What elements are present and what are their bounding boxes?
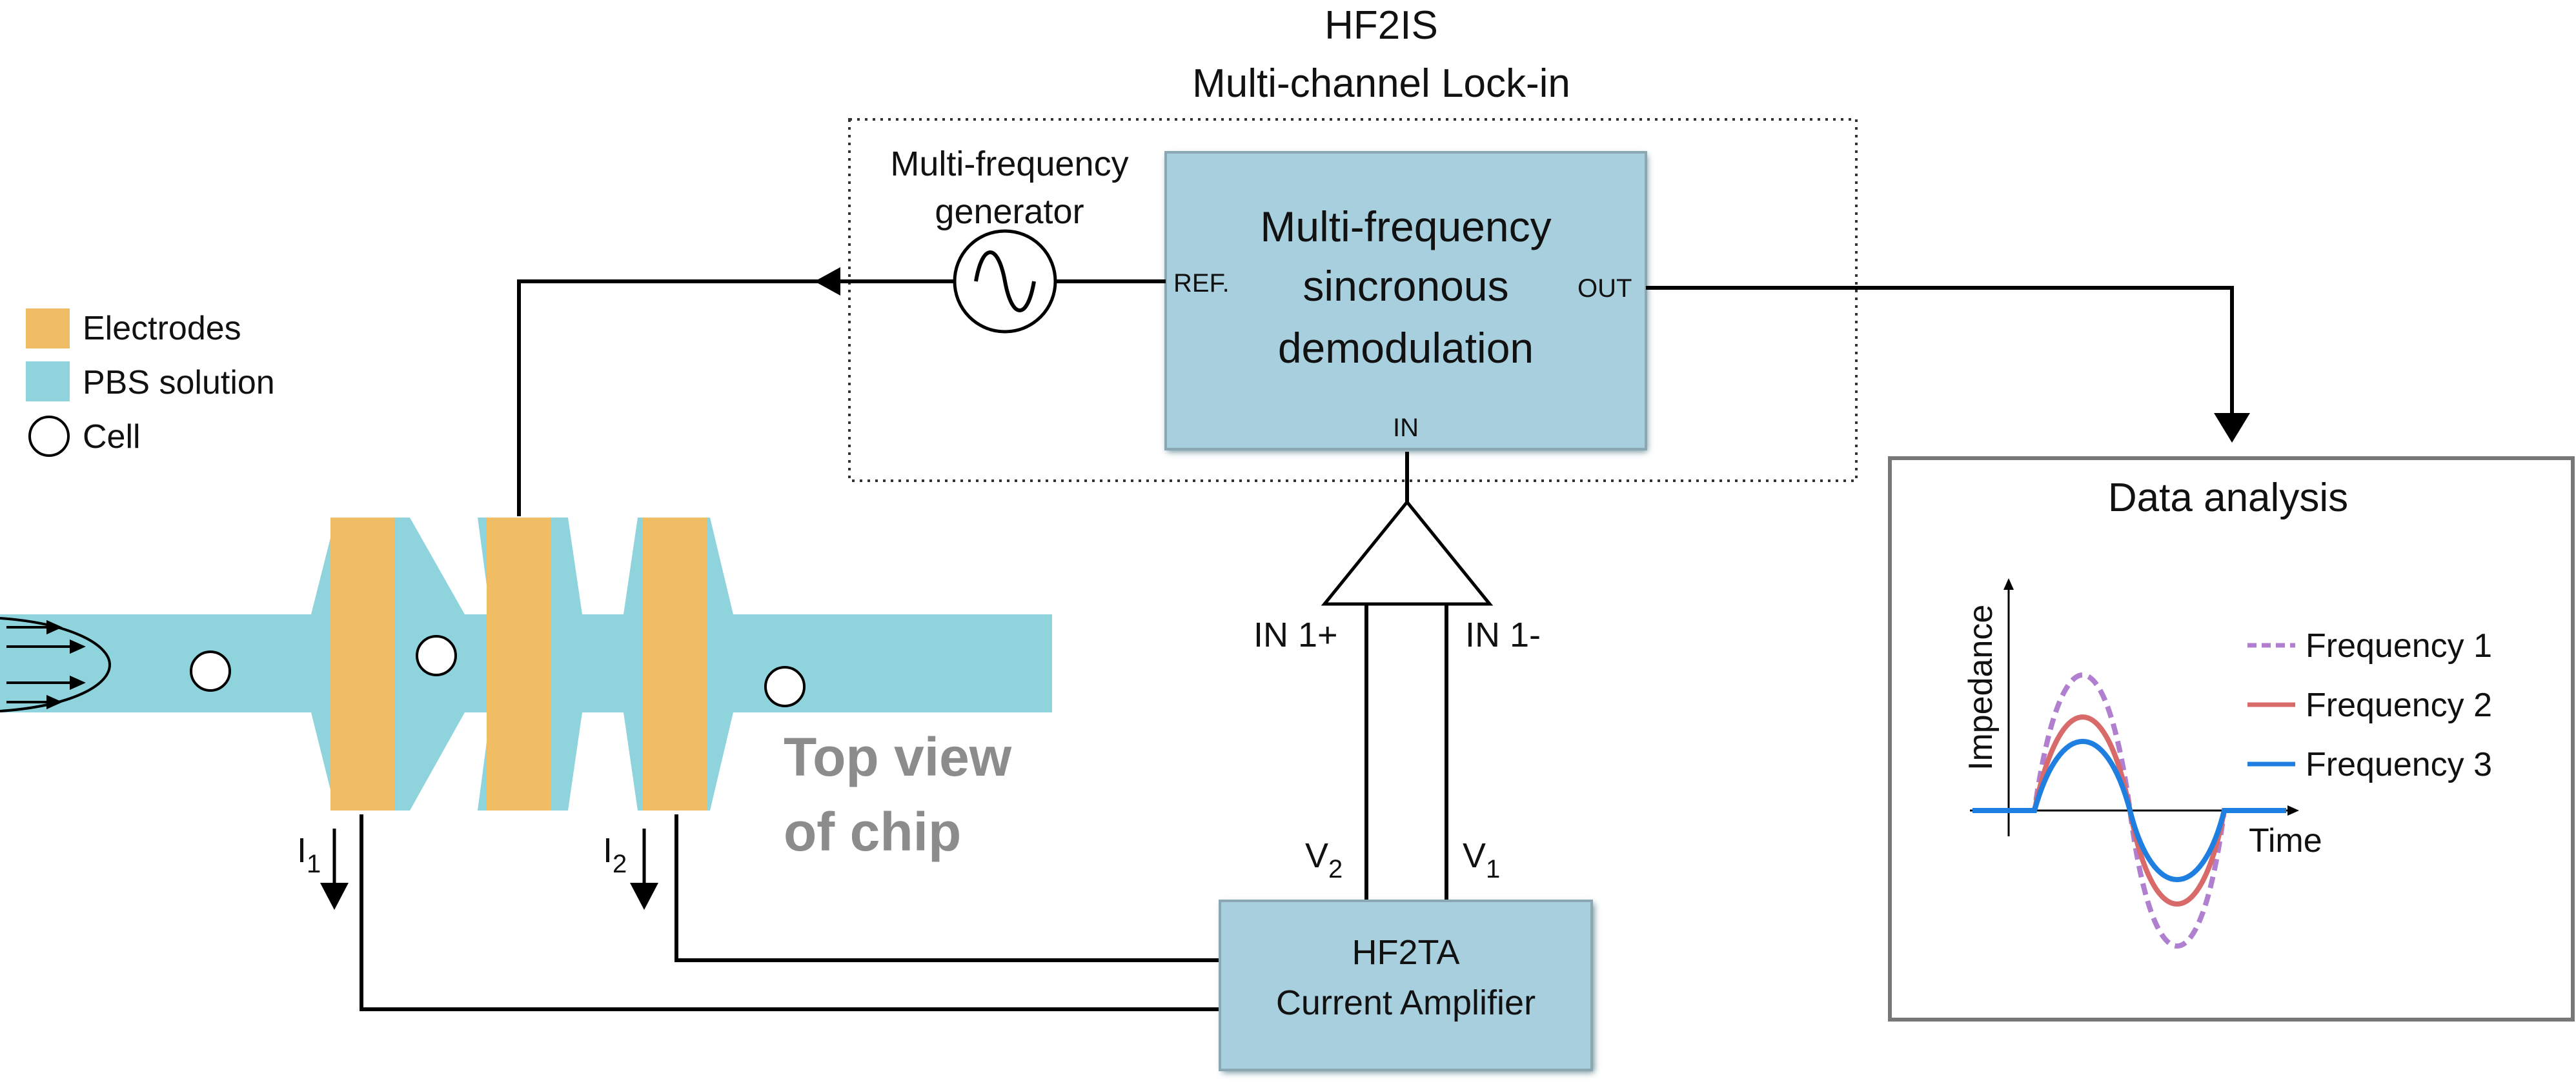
flow-arrows-icon [6, 620, 86, 710]
data-analysis-panel: Data analysis Impedance Time Frequency 1… [1888, 456, 2575, 1022]
demod-label-line2: sincronous [1303, 262, 1508, 310]
legend-cell-label: Cell [83, 418, 141, 456]
out-to-analysis-wire [1646, 286, 2234, 413]
analysis-title: Data analysis [2108, 476, 2348, 520]
cell-icon [416, 635, 457, 676]
out-port-label: OUT [1577, 274, 1632, 303]
lockin-title-line1: HF2IS [1324, 3, 1438, 48]
lockin-boundary [848, 118, 1858, 482]
demod-label-line3: demodulation [1278, 324, 1534, 372]
legend-pbs-label: PBS solution [83, 364, 275, 401]
amplifier-triangle-icon [1321, 499, 1494, 606]
channel-notch [568, 712, 638, 811]
pbs-swatch-icon [26, 361, 70, 401]
arrow-down-icon [630, 883, 658, 910]
demodulation-box [1164, 151, 1647, 450]
arrow-right-icon [2287, 805, 2299, 816]
legend: Electrodes PBS solution Cell [26, 308, 275, 457]
arrow-up-icon [2003, 578, 2014, 590]
electrode-1 [330, 518, 395, 811]
in-port-label: IN [1393, 414, 1419, 442]
generator-label-line2: generator [935, 192, 1084, 231]
i2-label: I2 [603, 831, 627, 878]
current-arrows: I1 I2 [297, 829, 658, 910]
legend-electrodes-label: Electrodes [83, 310, 241, 347]
impedance-curves [1973, 672, 2286, 949]
generator-label-line1: Multi-frequency [890, 145, 1128, 183]
frequency-generator: Multi-frequency generator [890, 145, 1129, 334]
series-line-frequency-3 [1973, 738, 2286, 883]
current-amplifier-line1: HF2TA [1352, 933, 1459, 972]
current-amplifier-box [1219, 900, 1593, 1071]
chart-legend: Frequency 1 Frequency 2 Frequency 3 [2247, 627, 2492, 783]
sine-wave-icon [974, 250, 1036, 312]
input-amplifier: IN 1+ IN 1- V2 V1 [1253, 499, 1541, 883]
arrow-down-icon [320, 883, 349, 910]
electrode-3 [643, 518, 707, 811]
y-axis-label: Impedance [1962, 605, 2000, 771]
arrow-down-icon [2214, 413, 2250, 443]
x-axis-label: Time [2249, 822, 2322, 860]
i2-wire [674, 814, 1220, 962]
generator-to-electrode-wire [517, 279, 955, 516]
i1-label: I1 [297, 831, 321, 878]
legend-label-frequency-1: Frequency 1 [2306, 627, 2492, 665]
in-plus-label: IN 1+ [1253, 616, 1338, 654]
cell-icon [190, 650, 231, 692]
lockin-title: HF2IS Multi-channel Lock-in [1192, 3, 1570, 106]
channel-notch [410, 518, 491, 614]
lockin-title-line2: Multi-channel Lock-in [1192, 61, 1570, 106]
wiring [360, 279, 2234, 1011]
electrode-2 [487, 518, 551, 811]
analysis-frame [1888, 456, 2575, 1022]
chip-caption-line2: of chip [784, 801, 961, 862]
cell-icon [764, 666, 806, 707]
arrow-left-icon [815, 267, 840, 296]
ref-port-label: REF. [1173, 269, 1230, 297]
current-amplifier-block: HF2TA Current Amplifier [1219, 900, 1594, 1073]
legend-label-frequency-2: Frequency 2 [2306, 687, 2492, 724]
electrode-swatch-icon [26, 308, 70, 348]
v2-label: V2 [1305, 836, 1343, 883]
current-amplifier-line2: Current Amplifier [1276, 983, 1536, 1022]
v1-label: V1 [1463, 836, 1500, 883]
in-minus-label: IN 1- [1465, 616, 1541, 654]
channel-notch [410, 712, 491, 811]
demod-label-line1: Multi-frequency [1260, 203, 1551, 250]
i1-wire [360, 814, 1220, 1011]
demodulation-block: Multi-frequency sincronous demodulation … [1164, 151, 1647, 452]
chip-top-view: Top view of chip [0, 518, 1052, 862]
cell-legend-icon [28, 416, 70, 457]
channel-notch [568, 518, 638, 614]
legend-label-frequency-3: Frequency 3 [2306, 746, 2492, 783]
chip-caption-line1: Top view [784, 727, 1012, 787]
